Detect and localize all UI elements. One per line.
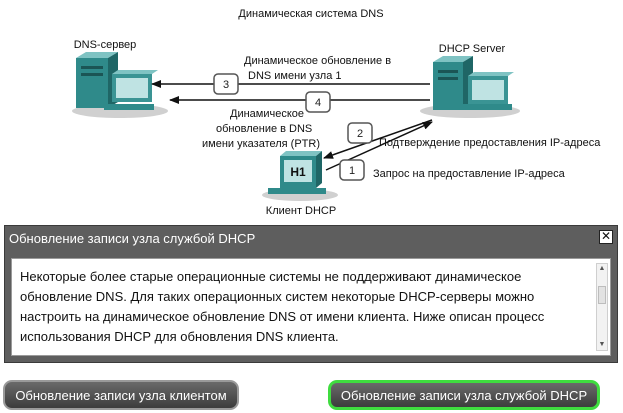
scrollbar[interactable]: ▲ ▼ [596, 263, 608, 351]
step-3-label-line-1: Динамическое обновление в [244, 55, 391, 67]
dhcp-server-label: DHCP Server [439, 43, 506, 55]
svg-text:3: 3 [223, 79, 229, 91]
client-update-button[interactable]: Обновление записи узла клиентом [3, 380, 239, 410]
scroll-up-arrow-icon[interactable]: ▲ [598, 265, 606, 272]
svg-text:1: 1 [349, 165, 355, 177]
step-3-label-line-2: DNS имени узла 1 [248, 70, 342, 82]
svg-text:2: 2 [357, 128, 363, 140]
step-4-label-line-1: Динамическое [230, 108, 304, 120]
panel-body: Некоторые более старые операционные сист… [11, 258, 611, 356]
step-1-label: Запрос на предоставление IP-адреса [373, 168, 566, 180]
panel-title: Обновление записи узла службой DHCP [9, 231, 256, 246]
dhcp-client-computer-icon [262, 151, 338, 201]
panel-text: Некоторые более старые операционные сист… [20, 269, 545, 344]
diagram-title: Динамическая система DNS [238, 8, 383, 20]
step-badge-3: 3 [213, 73, 239, 95]
dhcp-update-button[interactable]: Обновление записи узла службой DHCP [328, 380, 600, 410]
dns-dynamic-diagram: Динамическая система DNS DNS-сервер DHCP… [72, 8, 601, 217]
step-badge-2: 2 [347, 122, 373, 144]
arrow-step-2 [323, 119, 433, 159]
step-4-label-line-3: имени указателя (PTR) [202, 138, 320, 150]
scroll-thumb[interactable] [598, 286, 606, 304]
dns-server-computer-icon [72, 52, 168, 118]
dhcp-server-computer-icon [420, 56, 520, 118]
client-screen-text: H1 [290, 165, 306, 179]
step-4-label-line-2: обновление в DNS [216, 123, 312, 135]
step-badge-4: 4 [305, 91, 331, 113]
scroll-down-arrow-icon[interactable]: ▼ [598, 341, 606, 348]
client-label: Клиент DHCP [266, 205, 336, 217]
info-panel: Обновление записи узла службой DHCP ✕ Не… [4, 225, 618, 363]
step-2-label: Подтверждение предоставления IP-адреса [379, 137, 601, 149]
dns-server-label: DNS-сервер [74, 39, 137, 51]
step-badge-1: 1 [339, 159, 365, 181]
svg-text:4: 4 [315, 97, 321, 109]
close-icon[interactable]: ✕ [599, 229, 613, 244]
